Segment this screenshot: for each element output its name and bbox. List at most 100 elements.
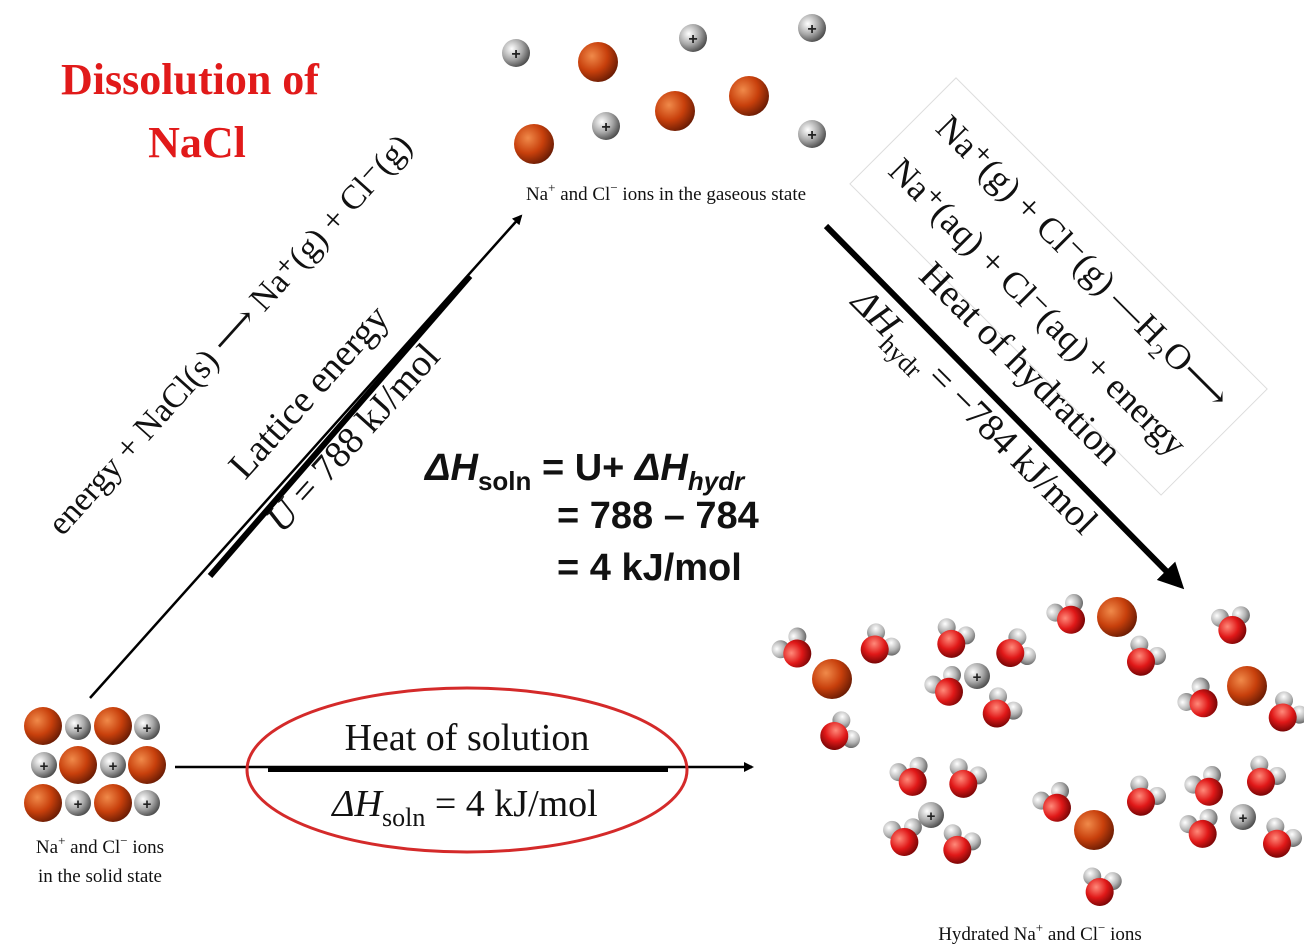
chloride-ion-icon: [65, 790, 91, 816]
oxygen-atom-icon: [1127, 787, 1155, 816]
hydration-equation-plate: [849, 77, 1268, 496]
plus-sign-icon: +: [143, 720, 152, 737]
water-molecule-icon: [1083, 867, 1122, 906]
water-molecule-icon: [1211, 606, 1250, 644]
chloride-ion-icon: [964, 663, 990, 689]
oxygen-atom-icon: [820, 722, 849, 750]
oxygen-atom-icon: [1188, 819, 1217, 848]
title-line-1: Dissolution of: [61, 55, 320, 104]
sodium-ion-icon: [94, 784, 132, 822]
arrow-gas-to-hydrated: [823, 223, 1185, 590]
plus-sign-icon: +: [807, 127, 816, 144]
oxygen-atom-icon: [898, 767, 927, 796]
oxygen-atom-icon: [935, 677, 963, 706]
plus-sign-icon: +: [927, 808, 936, 825]
calc-line-2: = 788 – 784: [557, 495, 759, 537]
water-molecule-icon: [1263, 817, 1303, 858]
chloride-ion-icon: [65, 714, 91, 740]
oxygen-atom-icon: [860, 635, 889, 664]
water-molecule-icon: [996, 628, 1037, 667]
water-molecule-icon: [937, 618, 976, 658]
heat-of-solution-highlight: [245, 686, 689, 854]
chloride-ion-icon: [798, 14, 826, 42]
sodium-ion-icon: [24, 784, 62, 822]
water-molecule-icon: [1032, 781, 1071, 822]
water-molecule-icon: [982, 687, 1023, 728]
hydrated-ions: + + +: [771, 593, 1304, 906]
oxygen-atom-icon: [1057, 605, 1085, 634]
hydration-equation-block: Na⁺(g) + Cl⁻(g) —H₂O⟶ Na⁺(aq) + Cl⁻(aq) …: [849, 77, 1268, 496]
gaseous-caption: Na+ and Cl− ions in the gaseous state: [526, 180, 806, 205]
calc-line-1: ΔHsoln = U+ ΔHhydr: [423, 447, 746, 496]
sodium-ion-icon: [1074, 810, 1114, 850]
plus-sign-icon: +: [973, 669, 982, 686]
oxygen-atom-icon: [1043, 793, 1071, 822]
sodium-ion-icon: [514, 124, 554, 164]
water-molecule-icon: [924, 665, 963, 706]
oxygen-atom-icon: [1189, 689, 1218, 718]
plus-sign-icon: +: [511, 46, 520, 63]
chloride-ion-icon: [31, 752, 57, 778]
chloride-ion-icon: [798, 120, 826, 148]
lattice-fraction-bar: [207, 274, 473, 578]
water-molecule-icon: [771, 627, 812, 668]
gaseous-ions: + + + + +: [502, 14, 826, 164]
plus-sign-icon: +: [74, 720, 83, 737]
chloride-ion-icon: [100, 752, 126, 778]
plus-sign-icon: +: [74, 796, 83, 813]
oxygen-atom-icon: [937, 629, 966, 658]
chloride-ion-icon: [918, 802, 944, 828]
sodium-ion-icon: [1227, 666, 1267, 706]
hydrated-caption: Hydrated Na+ and Cl− ions: [938, 920, 1142, 945]
solid-caption-line-2: in the solid state: [38, 866, 162, 887]
oxygen-atom-icon: [1195, 777, 1223, 806]
water-molecule-icon: [1127, 775, 1167, 816]
oxygen-atom-icon: [1218, 615, 1247, 644]
oxygen-atom-icon: [996, 639, 1025, 667]
water-molecule-icon: [1177, 677, 1218, 718]
sodium-ion-icon: [1097, 597, 1137, 637]
water-molecule-icon: [860, 623, 901, 664]
oxygen-atom-icon: [1268, 703, 1297, 732]
oxygen-atom-icon: [949, 769, 978, 798]
plus-sign-icon: +: [143, 796, 152, 813]
oxygen-atom-icon: [1127, 647, 1155, 676]
water-molecule-icon: [1127, 635, 1167, 676]
sodium-ion-icon: [128, 746, 166, 784]
plus-sign-icon: +: [109, 758, 118, 775]
sodium-ion-icon: [729, 76, 769, 116]
water-molecule-icon: [1179, 808, 1218, 848]
chloride-ion-icon: [502, 39, 530, 67]
sodium-ion-icon: [812, 659, 852, 699]
water-molecule-icon: [949, 758, 988, 798]
oxygen-atom-icon: [1247, 767, 1275, 796]
sodium-ion-icon: [655, 91, 695, 131]
calc-line-3: = 4 kJ/mol: [557, 547, 742, 589]
solid-caption-line-1: Na+ and Cl− ions: [36, 833, 164, 858]
water-molecule-icon: [1046, 593, 1085, 634]
chloride-ion-icon: [679, 24, 707, 52]
water-molecule-icon: [820, 711, 861, 750]
title-line-2: NaCl: [148, 118, 246, 167]
plus-sign-icon: +: [688, 31, 697, 48]
solid-lattice: + + + + + +: [24, 707, 166, 822]
chloride-ion-icon: [134, 714, 160, 740]
plus-sign-icon: +: [1239, 810, 1248, 827]
chloride-ion-icon: [1230, 804, 1256, 830]
heat-of-solution-value: ΔHsoln = 4 kJ/mol: [330, 783, 598, 832]
oxygen-atom-icon: [1085, 877, 1114, 906]
oxygen-atom-icon: [1263, 829, 1291, 858]
chloride-ion-icon: [134, 790, 160, 816]
water-molecule-icon: [1268, 691, 1304, 732]
chloride-ion-icon: [592, 112, 620, 140]
oxygen-atom-icon: [783, 639, 812, 668]
water-molecule-icon: [943, 824, 982, 864]
oxygen-atom-icon: [890, 827, 919, 856]
heat-of-solution-label: Heat of solution: [345, 717, 590, 759]
water-molecule-icon: [1184, 765, 1223, 806]
water-molecule-icon: [889, 756, 928, 796]
sodium-ion-icon: [578, 42, 618, 82]
water-molecule-icon: [883, 818, 922, 856]
plus-sign-icon: +: [40, 758, 49, 775]
